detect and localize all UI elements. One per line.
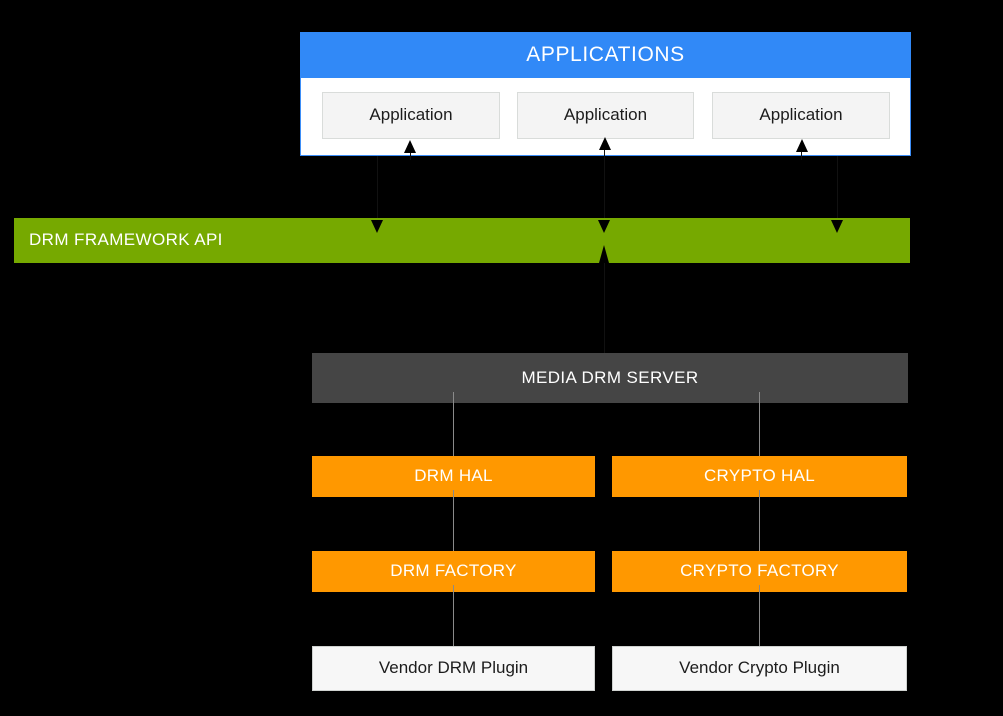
applications-header: APPLICATIONS [300, 32, 911, 78]
connector-server-to-crypto-hal [759, 392, 760, 460]
connector-app3-down-arrowhead [831, 220, 843, 233]
connector-server-to-drm-hal [453, 392, 454, 460]
connector-app1-down-arrowhead [371, 220, 383, 233]
connector-app2-up-arrow [599, 137, 611, 150]
connector-app1-down-line [377, 156, 378, 222]
connector-app2-down-arrowhead [598, 220, 610, 233]
connector-framework-up-arrowhead [599, 245, 609, 263]
connector-app3-down-line [837, 156, 838, 222]
drm-framework-api-band[interactable]: DRM FRAMEWORK API [14, 218, 910, 263]
connector-crypto-hal-to-crypto-factory [759, 490, 760, 554]
connector-crypto-factory-to-vendor-crypto-plugin [759, 585, 760, 649]
connector-drm-hal-to-drm-factory [453, 490, 454, 554]
application-box-1[interactable]: Application [322, 92, 500, 139]
connector-app1-up-arrow [404, 140, 416, 153]
drm-framework-api-label: DRM FRAMEWORK API [29, 230, 223, 250]
connector-app3-up-arrow [796, 139, 808, 152]
connector-framework-up-line [604, 261, 605, 355]
crypto-hal-block[interactable]: CRYPTO HAL [612, 456, 907, 497]
connector-app2-up-line [604, 140, 605, 160]
media-drm-server-block[interactable]: MEDIA DRM SERVER [312, 353, 908, 403]
application-box-3[interactable]: Application [712, 92, 890, 139]
vendor-crypto-plugin-block[interactable]: Vendor Crypto Plugin [612, 646, 907, 691]
connector-app2-down-line [604, 156, 605, 222]
application-box-2[interactable]: Application [517, 92, 694, 139]
connector-drm-factory-to-vendor-drm-plugin [453, 585, 454, 649]
vendor-drm-plugin-block[interactable]: Vendor DRM Plugin [312, 646, 595, 691]
